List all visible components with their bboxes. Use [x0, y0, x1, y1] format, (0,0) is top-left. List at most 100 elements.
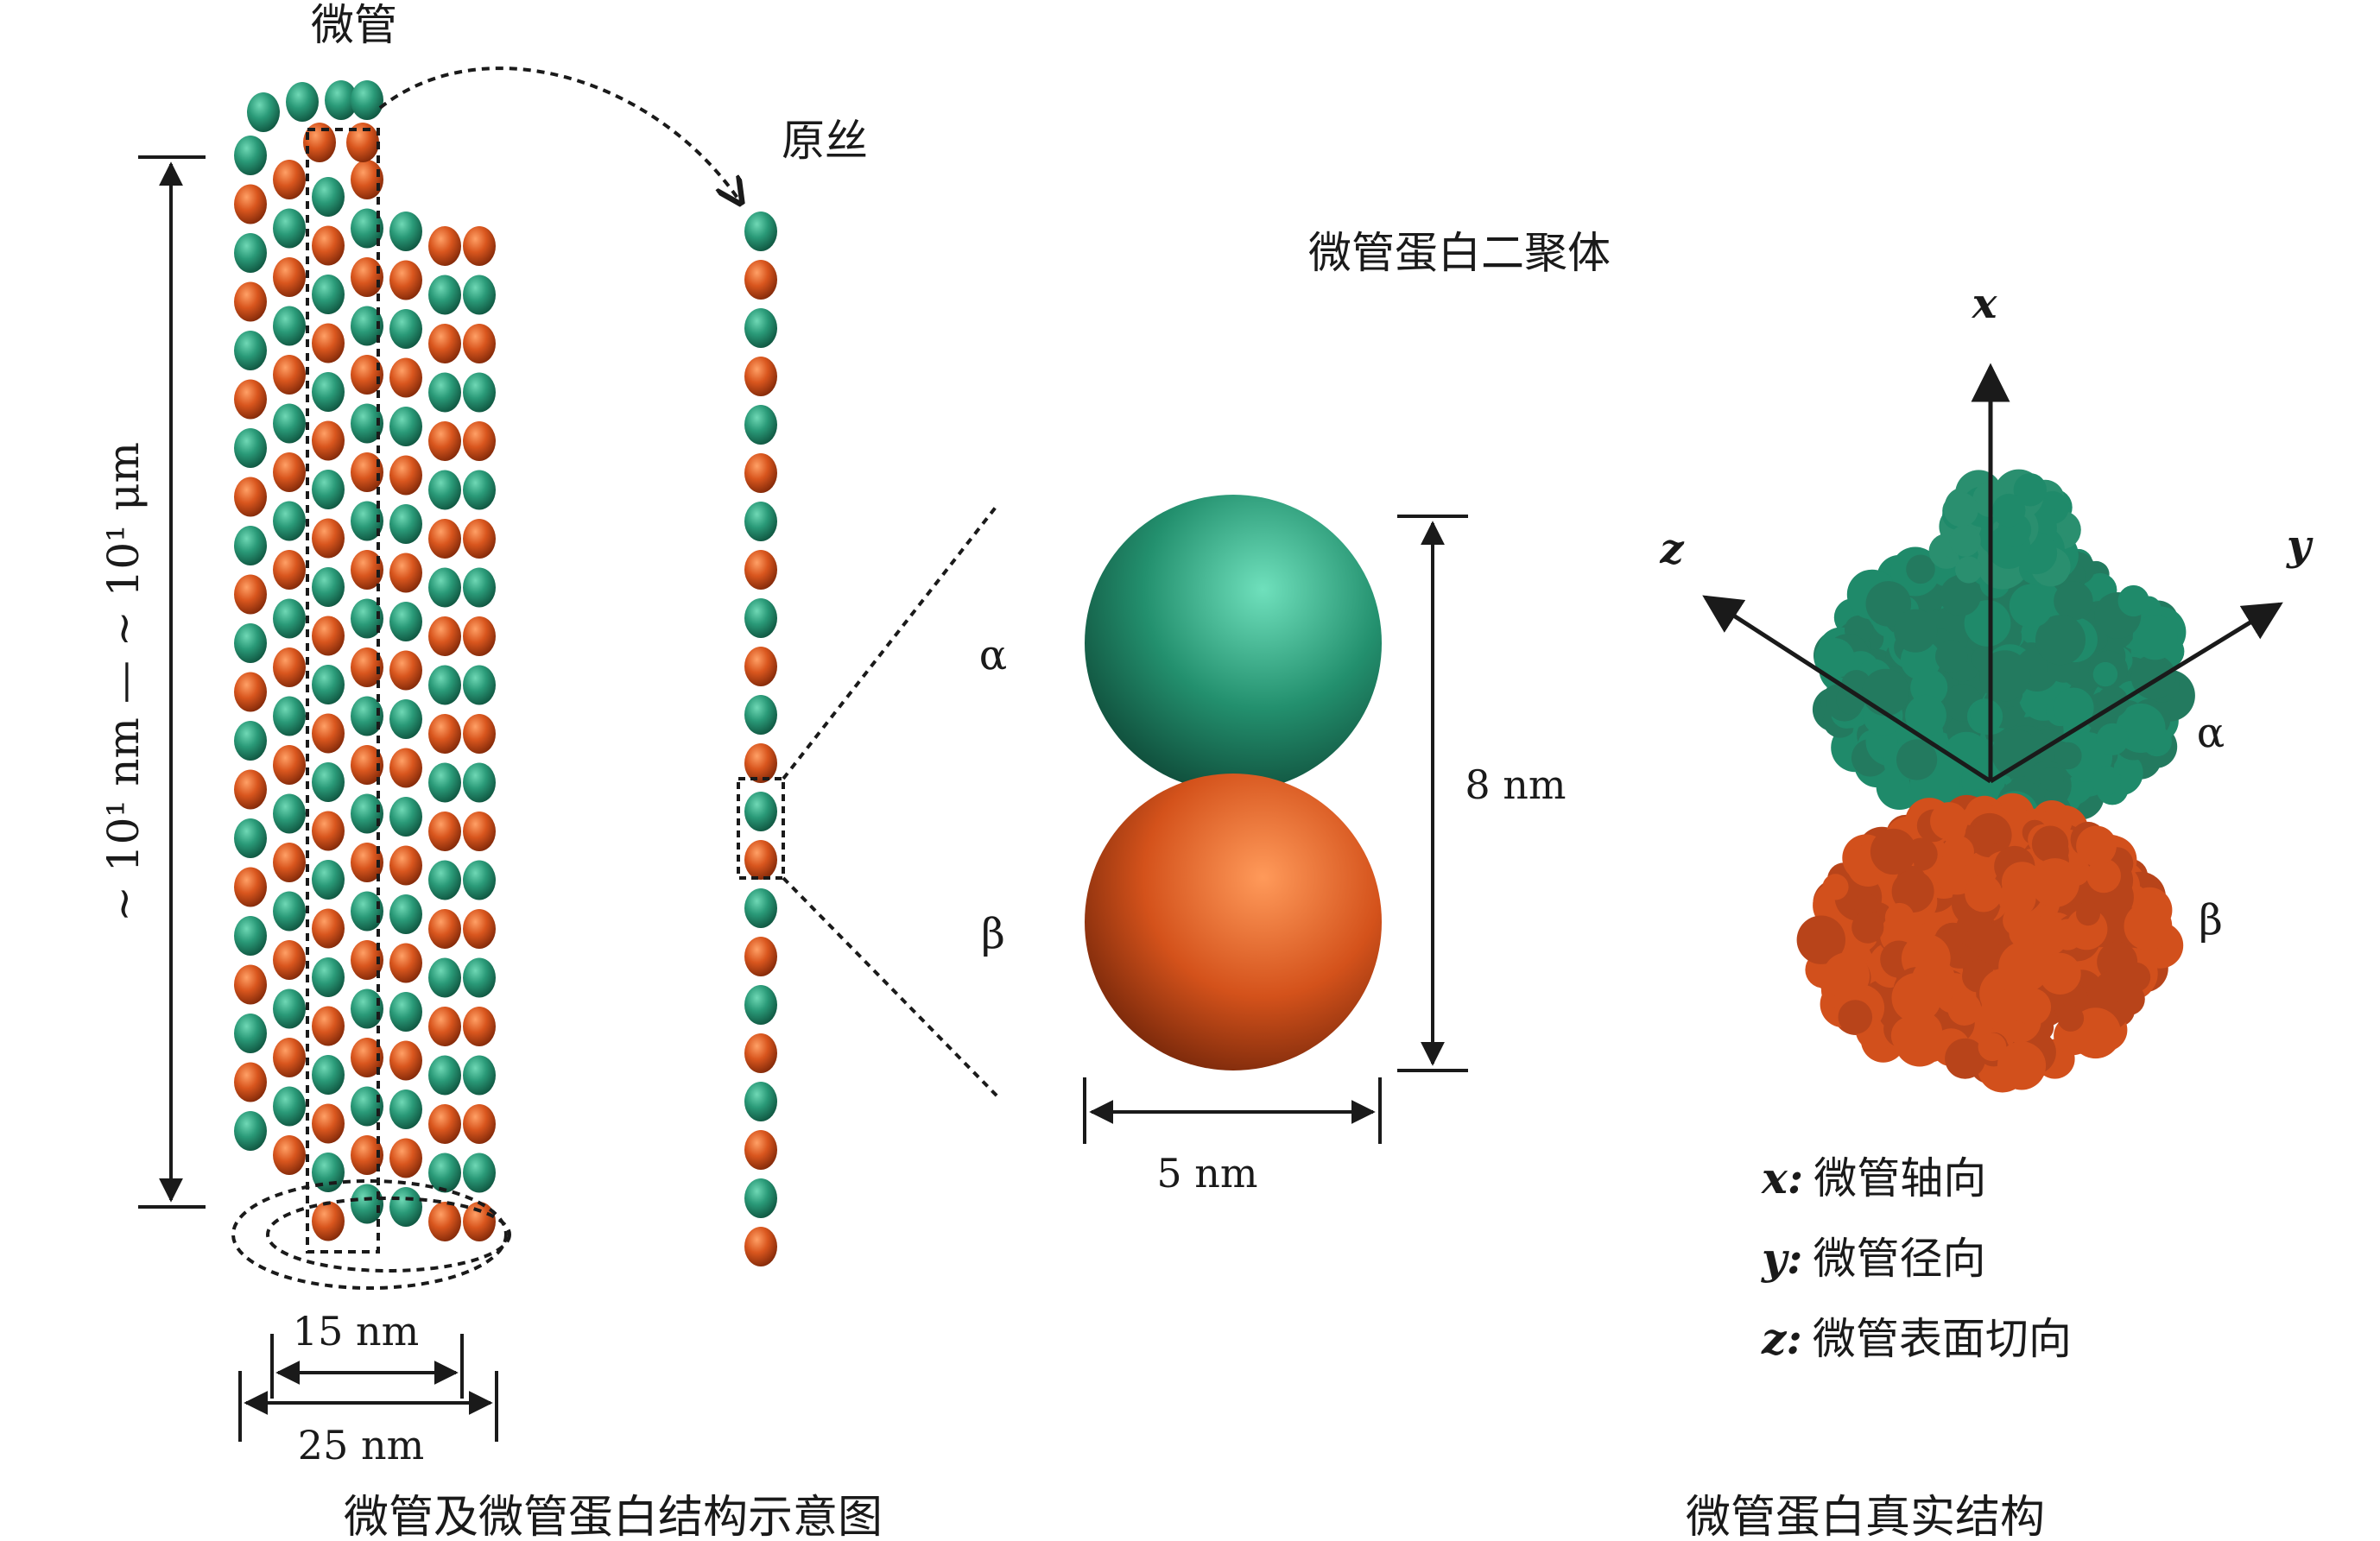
microtubule-bead	[351, 355, 383, 395]
beta-surface-blob	[2030, 858, 2080, 907]
alpha-surface-blob	[2117, 584, 2149, 617]
alpha-surface-blob	[1906, 554, 1935, 584]
microtubule-bead	[428, 860, 461, 900]
protofilament-bead	[744, 598, 777, 638]
dimer-height-dimension	[1397, 515, 1468, 1072]
beta-surface-blob	[1965, 875, 2003, 913]
alpha-surface-blob	[1964, 600, 2011, 647]
microtubule-bead	[389, 894, 422, 934]
alpha-surface-blob	[1955, 556, 1983, 584]
protofilament-beads	[744, 212, 777, 1266]
beta-surface-blob	[1822, 874, 1849, 900]
microtubule-bead	[234, 1062, 267, 1102]
outer-diameter-label: 25 nm	[298, 1422, 424, 1468]
alpha-surface-blob	[2132, 615, 2178, 660]
legend-text-x: 微管轴向	[1813, 1153, 1986, 1203]
microtubule-bead	[234, 281, 267, 322]
beta-surface-blob	[1851, 911, 1884, 944]
microtubule-bead	[428, 762, 461, 803]
beta-surface-blob	[1998, 880, 2036, 918]
alpha-surface-blob	[1970, 701, 1998, 729]
microtubule-bead	[428, 616, 461, 656]
microtubule-bead	[463, 1202, 496, 1241]
microtubule-bead	[389, 699, 422, 739]
protofilament-curve-arrow	[378, 66, 741, 203]
microtubule-bead	[389, 845, 422, 886]
microtubule-bead	[389, 602, 422, 641]
alpha-label-right: α	[2197, 709, 2225, 757]
legend-key-x: x:	[1761, 1153, 1803, 1203]
microtubule-bead	[463, 714, 496, 754]
microtubule-bead	[428, 909, 461, 949]
protofilament-bead	[744, 695, 777, 735]
microtubule-bead	[312, 372, 345, 412]
microtubule-bead	[312, 225, 345, 266]
microtubule-bead	[351, 1184, 383, 1224]
beta-surface-blob	[2086, 858, 2122, 894]
microtubule-bead	[463, 226, 496, 266]
protofilament-bead	[744, 985, 777, 1025]
microtubule-bead	[351, 403, 383, 444]
microtubule-bead	[351, 793, 383, 834]
beta-surface-blob	[2133, 910, 2162, 939]
beta-label-right: β	[2199, 896, 2223, 944]
protofilament-label: 原丝	[782, 116, 868, 166]
length-dimension	[138, 155, 206, 1209]
microtubule-bead	[234, 818, 267, 858]
protofilament-bead	[744, 357, 777, 396]
microtubule-bead	[312, 323, 345, 363]
microtubule-bead	[234, 477, 267, 517]
microtubule-bead	[273, 257, 306, 297]
microtubule-bead	[428, 567, 461, 608]
tubulin-real-structure	[1796, 469, 2195, 1093]
protofilament-bead	[744, 550, 777, 590]
microtubule-bead	[351, 501, 383, 541]
microtubule-bead	[273, 696, 306, 736]
outer-diameter-ellipse	[231, 1179, 508, 1290]
microtubule-bead	[234, 526, 267, 565]
beta-surface-blob	[1998, 941, 2050, 993]
protofilament-bead	[744, 840, 777, 880]
protofilament-bead	[744, 888, 777, 928]
z-axis-arrow	[1702, 595, 1992, 784]
alpha-surface-blob	[1862, 668, 1909, 717]
alpha-surface-blob	[2053, 687, 2094, 729]
microtubule-bead	[463, 909, 496, 949]
beta-surface-blob	[1930, 802, 1968, 840]
microtubule-bead	[389, 1040, 422, 1081]
microtubule-bead	[389, 407, 422, 446]
microtubule-bead	[312, 1055, 345, 1095]
protofilament-bead	[744, 1227, 777, 1266]
microtubule-bead	[463, 665, 496, 705]
alpha-surface-blob	[1865, 581, 1912, 627]
microtubule-bead	[389, 1187, 422, 1227]
microtubule-bead	[273, 452, 306, 492]
protofilament-bead	[744, 1130, 777, 1170]
microtubule-bead	[325, 80, 358, 120]
microtubule-bead	[351, 306, 383, 346]
microtubule-bead	[428, 812, 461, 851]
microtubule-bead	[463, 1007, 496, 1046]
microtubule-bead	[389, 357, 422, 398]
microtubule-bead	[463, 616, 496, 656]
microtubule-bead	[351, 940, 383, 980]
microtubule-bead	[389, 504, 422, 544]
microtubule-bead	[234, 428, 267, 468]
microtubule-bead	[273, 208, 306, 249]
beta-surface-blob	[2076, 825, 2117, 867]
legend-item-y: y:微管径向	[1761, 1233, 1986, 1284]
microtubule-bead	[428, 470, 461, 510]
microtubule-bead	[389, 943, 422, 983]
microtubule-bead	[273, 160, 306, 199]
microtubule-bead	[273, 501, 306, 541]
beta-surface-blob	[1796, 915, 1845, 964]
microtubule-bead	[351, 647, 383, 687]
microtubule-bead	[273, 843, 306, 882]
microtubule-bead	[463, 1153, 496, 1193]
microtubule-bead	[428, 1202, 461, 1241]
beta-sphere	[1085, 774, 1382, 1070]
dimer-width-label: 5 nm	[1156, 1150, 1257, 1197]
dimer-label: 微管蛋白二聚体	[1308, 228, 1611, 278]
microtubule-bead	[463, 957, 496, 998]
microtubule-bead	[312, 1103, 345, 1144]
